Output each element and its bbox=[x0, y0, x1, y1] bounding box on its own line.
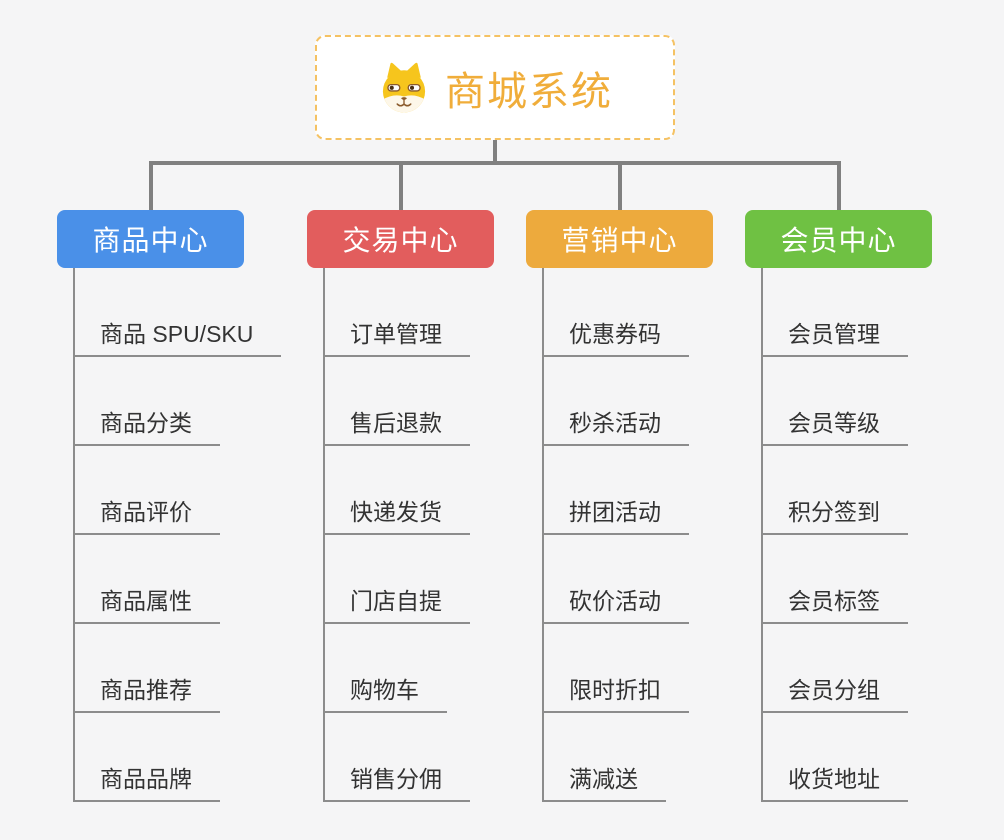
child-node[interactable]: 优惠券码 bbox=[542, 268, 689, 357]
child-node[interactable]: 商品评价 bbox=[73, 446, 220, 535]
child-node[interactable]: 商品推荐 bbox=[73, 624, 220, 713]
child-node[interactable]: 满减送 bbox=[542, 713, 666, 802]
child-node[interactable]: 会员管理 bbox=[761, 268, 908, 357]
child-node[interactable]: 会员等级 bbox=[761, 357, 908, 446]
child-node[interactable]: 销售分佣 bbox=[323, 713, 470, 802]
child-node[interactable]: 限时折扣 bbox=[542, 624, 689, 713]
connector-drop-members bbox=[837, 161, 841, 210]
branch-children-marketing: 优惠券码 秒杀活动 拼团活动 砍价活动 限时折扣 满减送 bbox=[526, 268, 776, 802]
connector-drop-marketing bbox=[618, 161, 622, 210]
branch-column-members: 会员中心 会员管理 会员等级 积分签到 会员标签 会员分组 收货地址 bbox=[745, 210, 995, 802]
child-node[interactable]: 秒杀活动 bbox=[542, 357, 689, 446]
branch-children-products: 商品 SPU/SKU 商品分类 商品评价 商品属性 商品推荐 商品品牌 bbox=[57, 268, 307, 802]
child-node[interactable]: 商品属性 bbox=[73, 535, 220, 624]
child-node[interactable]: 商品品牌 bbox=[73, 713, 220, 802]
child-node[interactable]: 快递发货 bbox=[323, 446, 470, 535]
branch-trunk-line bbox=[761, 268, 763, 802]
branch-node-trade[interactable]: 交易中心 bbox=[307, 210, 494, 268]
child-node[interactable]: 会员标签 bbox=[761, 535, 908, 624]
child-node[interactable]: 商品分类 bbox=[73, 357, 220, 446]
child-node[interactable]: 门店自提 bbox=[323, 535, 470, 624]
child-node[interactable]: 砍价活动 bbox=[542, 535, 689, 624]
dog-face-icon bbox=[382, 62, 426, 112]
connector-root-vertical bbox=[493, 138, 497, 163]
child-node[interactable]: 拼团活动 bbox=[542, 446, 689, 535]
child-node[interactable]: 售后退款 bbox=[323, 357, 470, 446]
root-title: 商城系统 bbox=[445, 69, 613, 114]
branch-node-members[interactable]: 会员中心 bbox=[745, 210, 932, 268]
branch-children-trade: 订单管理 售后退款 快递发货 门店自提 购物车 销售分佣 bbox=[307, 268, 557, 802]
connector-drop-products bbox=[149, 161, 153, 210]
child-node[interactable]: 订单管理 bbox=[323, 268, 470, 357]
branch-column-products: 商品中心 商品 SPU/SKU 商品分类 商品评价 商品属性 商品推荐 商品品牌 bbox=[57, 210, 307, 802]
branch-children-members: 会员管理 会员等级 积分签到 会员标签 会员分组 收货地址 bbox=[745, 268, 995, 802]
branch-trunk-line bbox=[542, 268, 544, 802]
branch-trunk-line bbox=[323, 268, 325, 802]
root-node[interactable]: 商城系统 bbox=[315, 35, 675, 140]
connector-drop-trade bbox=[399, 161, 403, 210]
branch-node-marketing[interactable]: 营销中心 bbox=[526, 210, 713, 268]
child-node[interactable]: 收货地址 bbox=[761, 713, 908, 802]
child-node[interactable]: 商品 SPU/SKU bbox=[73, 268, 282, 357]
child-node[interactable]: 会员分组 bbox=[761, 624, 908, 713]
branch-column-marketing: 营销中心 优惠券码 秒杀活动 拼团活动 砍价活动 限时折扣 满减送 bbox=[526, 210, 776, 802]
child-node[interactable]: 购物车 bbox=[323, 624, 447, 713]
branch-column-trade: 交易中心 订单管理 售后退款 快递发货 门店自提 购物车 销售分佣 bbox=[307, 210, 557, 802]
branch-node-products[interactable]: 商品中心 bbox=[57, 210, 244, 268]
branch-trunk-line bbox=[73, 268, 75, 802]
connector-horizontal-bar bbox=[149, 161, 841, 165]
child-node[interactable]: 积分签到 bbox=[761, 446, 908, 535]
